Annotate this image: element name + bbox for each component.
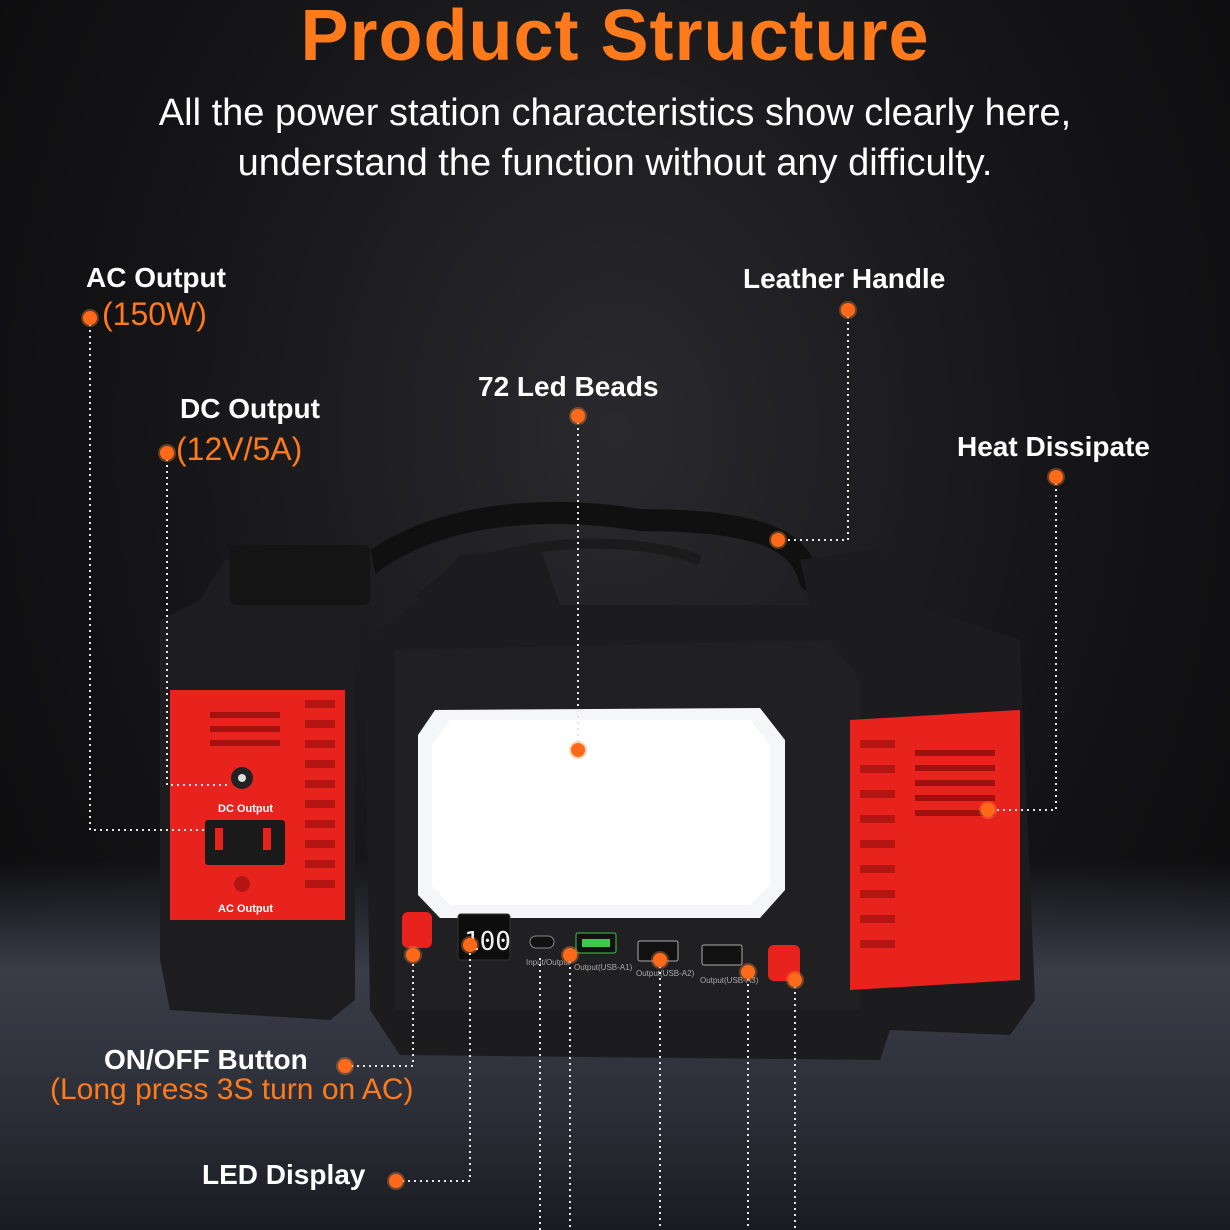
leather-handle-strap — [319, 501, 821, 621]
leather-handle-dot — [841, 303, 855, 317]
led-beads-dot — [571, 409, 585, 423]
side-unit — [160, 545, 380, 1020]
dc-output-dot — [160, 446, 174, 460]
ac-output-spec: (150W) — [102, 296, 207, 332]
display-point-dot — [463, 938, 477, 952]
led-panel-dot — [571, 743, 585, 757]
svg-text:Output(USB-A1): Output(USB-A1) — [574, 963, 633, 972]
onoff-button-shape — [402, 912, 432, 948]
button-point-dot — [406, 948, 420, 962]
ac-output-dot — [83, 311, 97, 325]
page-subtitle: All the power station characteristics sh… — [0, 88, 1230, 188]
port-point-dot-2 — [653, 953, 667, 967]
svg-text:Input/Output: Input/Output — [526, 958, 571, 967]
port-point-dot-1 — [563, 948, 577, 962]
led-display-dot — [389, 1174, 403, 1188]
led-display-label: LED Display — [202, 1159, 366, 1190]
side-ac-output-text: AC Output — [218, 903, 273, 915]
side-dc-output-text: DC Output — [218, 803, 273, 815]
heat-dissipate-label: Heat Dissipate — [957, 431, 1150, 462]
leather-handle-label: Leather Handle — [743, 263, 946, 294]
onoff-button-dot — [338, 1059, 352, 1073]
ac-output-label: AC Output — [86, 262, 226, 293]
subtitle-line-1: All the power station characteristics sh… — [158, 92, 1072, 134]
onoff-button-note: (Long press 3S turn on AC) — [50, 1073, 414, 1106]
main-unit: 100 Input/Output Output(USB-A1) Output(U… — [365, 548, 1035, 1060]
subtitle-line-2: understand the function without any diff… — [237, 142, 993, 184]
page-title: Product Structure — [300, 0, 930, 76]
onoff-button-label: ON/OFF Button — [104, 1044, 308, 1075]
led-beads-label: 72 Led Beads — [478, 371, 659, 402]
dc-output-spec: (12V/5A) — [176, 431, 303, 467]
svg-text:Output(USB-A3): Output(USB-A3) — [700, 976, 759, 985]
handle-point-dot — [771, 533, 785, 547]
svg-text:Output(USB-A2): Output(USB-A2) — [636, 969, 695, 978]
port-point-dot-3 — [741, 965, 755, 979]
port-point-dot-4 — [788, 973, 802, 987]
dc-output-label: DC Output — [180, 393, 320, 424]
vent-point-dot — [981, 803, 995, 817]
heat-dissipate-dot — [1049, 470, 1063, 484]
